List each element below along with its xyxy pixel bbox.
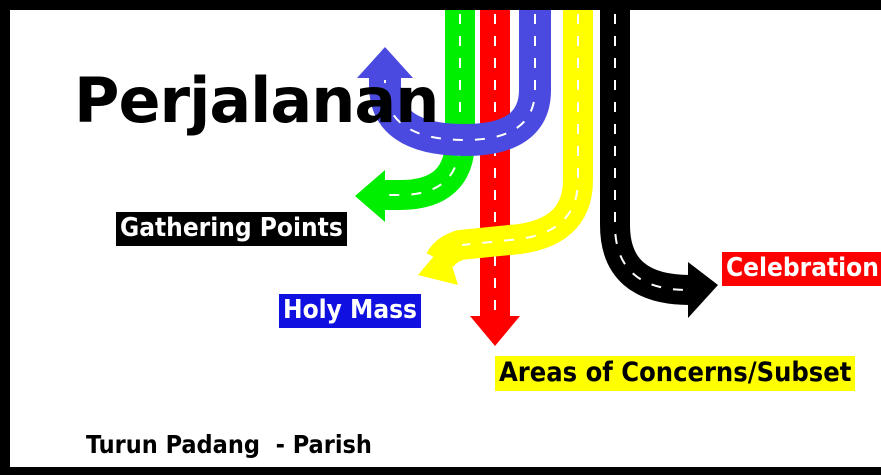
footer-parish-text: Turun Padang - Parish — [86, 430, 372, 459]
blue-road-arrow — [357, 10, 551, 157]
areas-of-concerns-label: Areas of Concerns/Subset — [495, 356, 856, 391]
yellow-road-arrow — [418, 10, 593, 285]
celebration-label: Celebration — [722, 252, 881, 286]
gathering-points-label: Gathering Points — [116, 212, 347, 246]
page-title: Perjalanan — [74, 64, 439, 137]
red-road-arrow — [470, 10, 520, 346]
holy-mass-label: Holy Mass — [279, 294, 421, 328]
black-road-arrow — [600, 10, 718, 318]
